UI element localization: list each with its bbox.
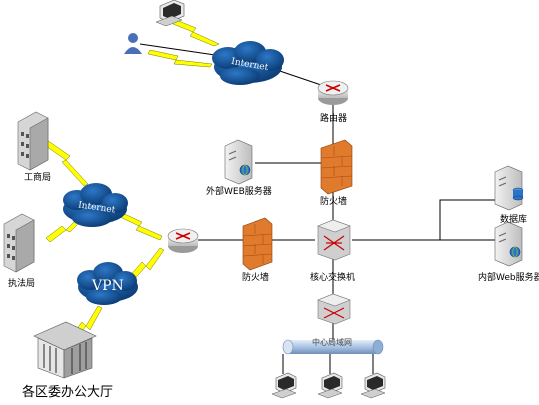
core-switch-icon [317,219,351,261]
link-user-cloud [139,43,216,56]
database-label: 数据库 [500,215,528,225]
remote-pc-icon [155,0,185,27]
router-top-icon [317,80,349,105]
int-web-server-label: 内部Web服务器 [478,273,539,283]
lightning-pc-cloud [172,19,220,47]
lan-pipe-icon [282,339,384,355]
gongshang-label: 工商局 [24,173,52,183]
firewall-mid-icon [242,217,273,271]
router-left-icon [167,228,199,253]
lightning-vpn-router [127,247,165,283]
core-switch-label: 核心交换机 [310,273,356,283]
lan-pc-3-icon [360,372,386,399]
zhifa-label: 执法局 [8,279,36,289]
firewall-top-label: 防火墙 [320,197,348,207]
lightning-gongshang [39,137,89,187]
firewall-top-icon [320,139,353,195]
ext-web-server-icon [224,139,253,185]
cloud-internet-left [63,183,128,227]
router-top-label: 路由器 [320,114,348,124]
gongshang-building-icon [17,111,49,171]
zhifa-building-icon [3,213,35,273]
lightning-cloud-router [117,211,163,241]
int-web-server-icon [494,221,523,267]
lan-pipe-label: 中心局域网 [312,338,352,347]
cloud-internet-top [212,41,284,85]
database-server-icon [494,165,524,211]
lan-pc-1-icon [271,372,297,399]
lan-pc-2-icon [317,372,343,399]
cloud-vpn-label: VPN [92,278,124,294]
district-hall-building-icon [33,321,97,379]
link-database [439,199,495,240]
ext-web-server-label: 外部WEB服务器 [206,187,272,197]
district-hall-label: 各区委办公大厅 [22,385,114,400]
switch-lower-icon [317,293,351,325]
firewall-mid-label: 防火墙 [242,273,270,283]
lightning-user-cloud [147,49,213,68]
remote-user-icon [124,33,142,54]
cloud-vpn [77,262,138,305]
